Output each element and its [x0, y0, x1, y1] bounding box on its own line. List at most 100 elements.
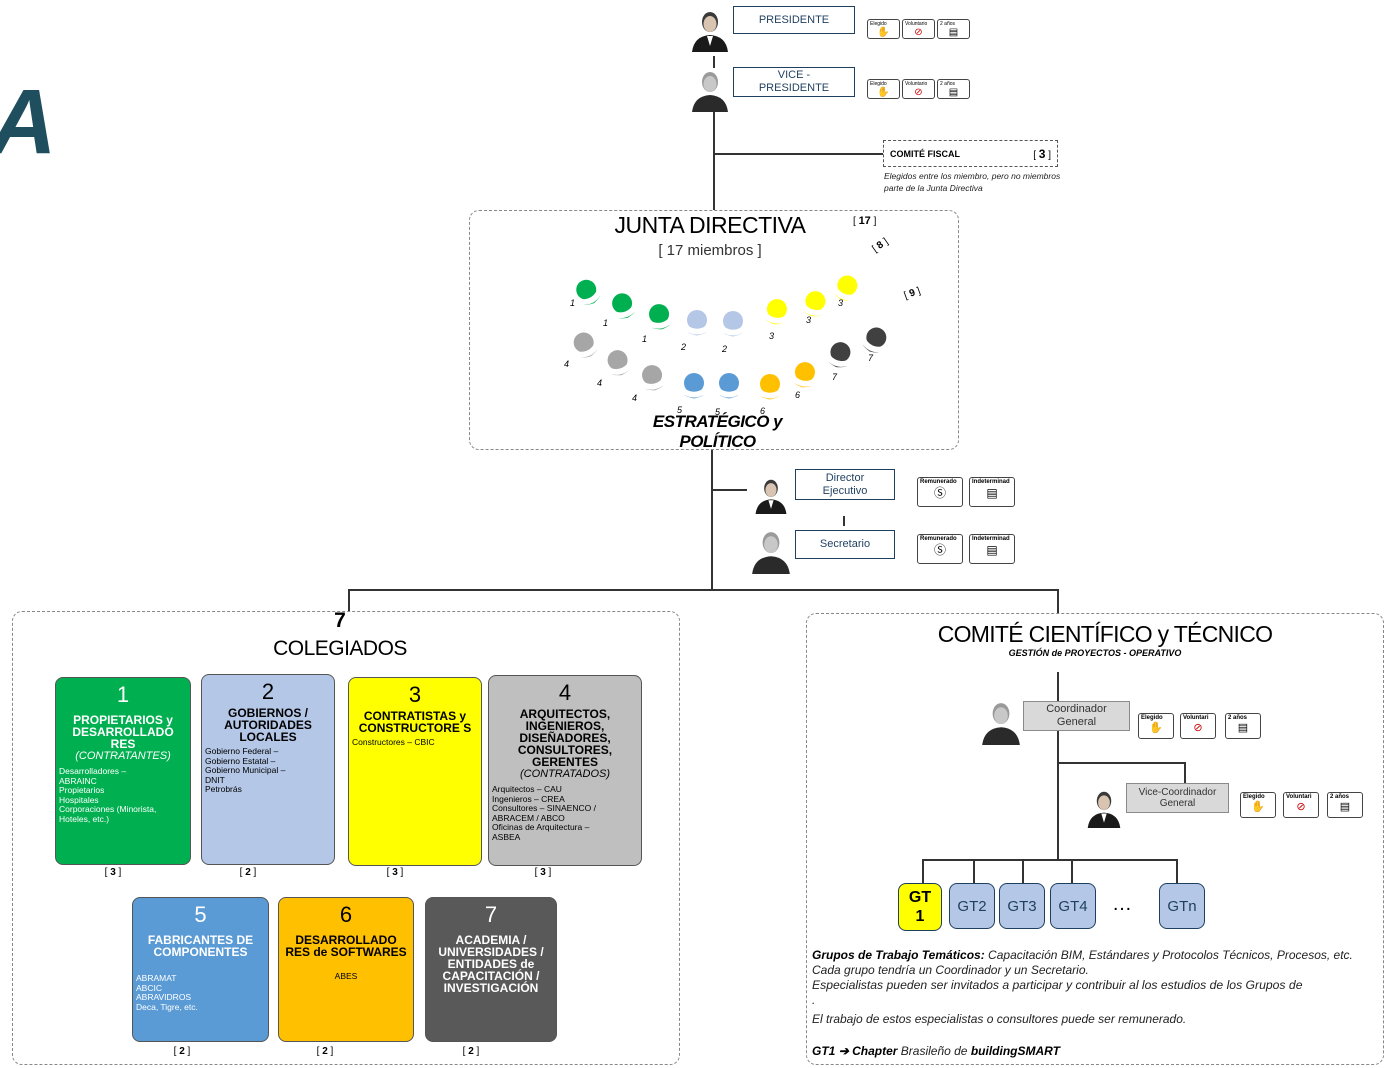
vice-president-box[interactable]: VICE - PRESIDENTE [733, 67, 855, 97]
secretario-avatar-icon [752, 532, 790, 574]
connector-vice-junta [713, 112, 715, 210]
colegiado-number: 5 [194, 902, 207, 927]
left-letter: A [0, 70, 56, 175]
connector-gt-horizontal [922, 859, 1177, 861]
seat-number: 6 [795, 390, 801, 400]
president-badge-elegido: Elegido✋ [867, 19, 900, 39]
coordinador-badge-voluntario: Voluntari⊘ [1180, 713, 1216, 739]
seat-number: 4 [564, 359, 570, 369]
colegiado-title: FABRICANTES DE COMPONENTES [147, 933, 254, 959]
connector-pres-vice [713, 56, 715, 68]
badge-label: Elegido [870, 81, 887, 87]
vote-icon: ✋ [1149, 722, 1163, 734]
badge-label: 2 años [1228, 715, 1248, 721]
seat-hat-icon [760, 296, 791, 333]
vice-coord-badge-voluntario: Voluntari⊘ [1283, 792, 1319, 818]
president-box[interactable]: PRESIDENTE [733, 6, 855, 34]
vote-icon: ✋ [877, 87, 890, 98]
notes-line-3: Especialistas pueden ser invitados a par… [812, 978, 1303, 992]
gt1-chapter-note: GT1 ➔ Chapter Brasileño de buildingSMART [812, 1044, 1060, 1058]
junta-title: JUNTA DIRECTIVA [614, 212, 807, 238]
colegiado-subtitle: (CONTRATADOS) [519, 768, 611, 780]
calendar-icon: ▤ [986, 543, 998, 557]
seat-hat-icon [567, 327, 605, 368]
colegiado-number: 4 [558, 680, 572, 705]
colegiado-number: 1 [116, 682, 130, 707]
seat-number: 2 [681, 342, 687, 352]
badge-label: Remunerado [920, 479, 957, 485]
colegiado-title: ARQUITECTOS, INGENIEROS, DISEÑADORES, CO… [517, 707, 613, 769]
colegiado-number: 6 [339, 902, 353, 927]
colegiado-seat-count: [ 2 ] [239, 867, 257, 878]
vote-icon: ✋ [877, 27, 890, 38]
vice-coord-badge-term: 2 años▤ [1327, 792, 1363, 818]
coordinador-box[interactable]: Coordinador General [1023, 701, 1130, 731]
colegiado-title: GOBIERNOS / AUTORIDADES LOCALES [224, 706, 312, 744]
badge-label: Voluntari [1183, 715, 1209, 721]
gt1-box[interactable]: GT 1 [898, 883, 942, 931]
colegiado-title: PROPIETARIOS y DESARROLLADO RES [72, 713, 174, 751]
comite-fiscal-count: [ 3 ] [1033, 146, 1051, 161]
colegiado-number: 2 [261, 679, 275, 704]
junta-directiva-frame [469, 210, 959, 450]
colegiados-frame [12, 611, 680, 1065]
vice-badge-voluntario: Voluntario⊘ [902, 79, 935, 99]
gt2-box[interactable]: GT2 [949, 883, 995, 929]
president-avatar-icon [692, 12, 728, 52]
gt3-box[interactable]: GT3 [999, 883, 1045, 929]
colegiado-members: ABRAMAT ABCIC ABRAVIDROS Deca, Tigre, et… [136, 973, 198, 1012]
notes-line-4: . [812, 993, 816, 1007]
gtn-box[interactable]: GTn [1159, 883, 1205, 929]
connector-split-left [348, 589, 350, 611]
connector-dir-sec [843, 516, 845, 526]
notes-line-5: El trabajo de estos especialistas o cons… [812, 1012, 1187, 1026]
money-icon: Ⓢ [933, 486, 946, 500]
seat-hat-icon [680, 372, 708, 405]
badge-label: 2 años [940, 21, 956, 27]
vice-badge-elegido: Elegido✋ [867, 79, 900, 99]
comite-fiscal-box[interactable]: COMITÉ FISCAL [ 3 ] [883, 140, 1058, 167]
gt4-box[interactable]: GT4 [1050, 883, 1096, 929]
seat-number: 6 [760, 406, 766, 416]
notes-line-1: Grupos de Trabajo Temáticos: Capacitació… [812, 948, 1353, 962]
seat-hat-icon [644, 301, 675, 338]
colegiado-title: CONTRATISTAS y CONSTRUCTORE S [358, 709, 472, 735]
junta-members: [ 17 miembros ] [658, 242, 762, 259]
gt-ellipsis: … [1112, 893, 1132, 915]
badge-label: Indeterminad [972, 479, 1010, 485]
no-money-icon: ⊘ [914, 27, 923, 38]
president-badge-term: 2 años▤ [937, 19, 970, 39]
vice-president-avatar-icon [692, 72, 728, 112]
vice-coord-badge-elegido: Elegido✋ [1240, 792, 1276, 818]
coordinador-badge-term: 2 años▤ [1225, 713, 1261, 739]
colegiado-members: Desarrolladores – ABRAINC Propietarios H… [59, 766, 157, 824]
colegiado-title: ACADEMIA / UNIVERSIDADES / ENTIDADES de … [438, 933, 544, 995]
director-box[interactable]: Director Ejecutivo [795, 469, 895, 500]
seat-number: 7 [868, 353, 874, 363]
colegiado-seat-count: [ 3 ] [534, 867, 552, 878]
secretario-box[interactable]: Secretario [795, 530, 895, 559]
connector-fiscal [713, 153, 883, 155]
connector-gt2 [973, 859, 975, 884]
badge-label: Indeterminad [972, 536, 1010, 542]
seat-hat-icon [826, 270, 864, 311]
badge-label: 2 años [1330, 794, 1350, 800]
seat-number: 3 [838, 298, 844, 308]
connector-junta-colegiados [711, 450, 713, 590]
seat-hat-icon [715, 372, 743, 405]
comite-title: COMITÉ CIENTÍFICO y TÉCNICO [937, 621, 1273, 647]
seat-hat-icon [637, 362, 668, 399]
colegiado-members: ABES [334, 971, 358, 981]
calendar-icon: ▤ [948, 87, 959, 98]
vice-coordinador-box[interactable]: Vice-Coordinador General [1126, 783, 1229, 813]
seat-hat-icon [683, 309, 711, 342]
vote-icon: ✋ [1251, 801, 1265, 813]
